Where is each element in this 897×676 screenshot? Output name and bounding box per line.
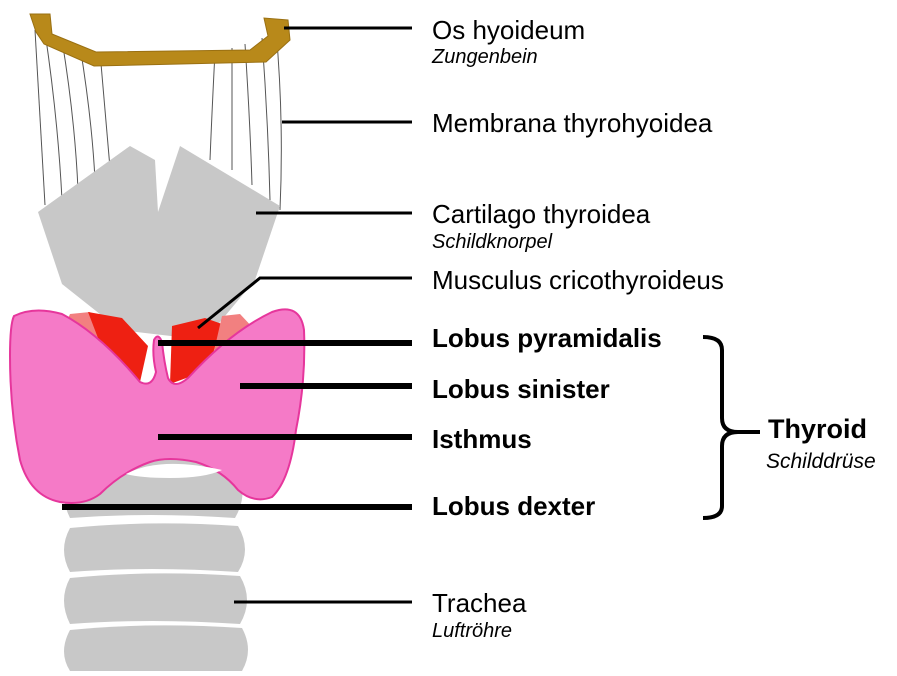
label-lobus-sinister: Lobus sinister: [432, 374, 610, 404]
label-cartilago: Cartilago thyroidea: [432, 199, 651, 229]
thyroid-bracket: [703, 337, 738, 518]
label-os-hyoideum: Os hyoideum: [432, 15, 585, 45]
label-membrana: Membrana thyrohyoidea: [432, 108, 713, 138]
label-cartilago-sub: Schildknorpel: [432, 231, 553, 253]
label-isthmus: Isthmus: [432, 424, 532, 454]
hyoid-bone: [30, 14, 290, 66]
label-lobus-dexter: Lobus dexter: [432, 491, 595, 521]
label-os-hyoideum-sub: Zungenbein: [431, 46, 538, 68]
trachea-ring-2: [64, 523, 245, 572]
trachea-ring-4: [64, 625, 248, 671]
thyroid-cartilage: [38, 146, 280, 340]
label-trachea-sub: Luftröhre: [432, 620, 512, 642]
label-lobus-pyramidalis: Lobus pyramidalis: [432, 323, 662, 353]
label-trachea: Trachea: [432, 588, 527, 618]
trachea-ring-3: [64, 573, 247, 624]
label-thyroid: Thyroid: [768, 414, 867, 444]
label-musculus: Musculus cricothyroideus: [432, 265, 724, 295]
label-thyroid-sub: Schilddrüse: [766, 450, 876, 473]
